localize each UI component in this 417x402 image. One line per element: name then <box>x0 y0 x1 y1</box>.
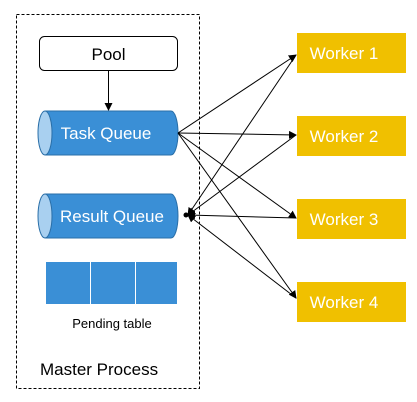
worker-3-label: Worker 3 <box>310 210 379 229</box>
worker-1-to-result-queue-arrow <box>187 54 297 216</box>
task-queue-to-worker-1-arrow <box>177 54 297 134</box>
master-process-boundary <box>16 14 200 389</box>
pool-box <box>39 36 178 71</box>
task-queue-to-worker-2-arrow <box>177 130 297 139</box>
worker-1: Worker 1 <box>297 33 406 73</box>
task-queue: Task Queue <box>37 110 179 156</box>
pending-table-label: Pending table <box>72 316 152 331</box>
task-queue-to-worker-4-arrow <box>177 132 297 299</box>
worker-2-label: Worker 2 <box>310 127 379 146</box>
pending-cell <box>91 262 135 304</box>
pending-cell <box>136 262 177 304</box>
pending-cell <box>46 262 90 304</box>
result-queue-junction <box>183 212 189 218</box>
worker-4-to-result-queue-arrow <box>187 214 297 299</box>
worker-4: Worker 4 <box>297 282 406 322</box>
worker-2: Worker 2 <box>297 116 406 156</box>
pool-label: Pool <box>91 45 125 64</box>
worker-2-to-result-queue-arrow <box>187 134 297 216</box>
result-queue: Result Queue <box>37 193 179 239</box>
worker-3-to-result-queue-arrow <box>187 211 297 220</box>
worker-4-label: Worker 4 <box>310 293 379 312</box>
pending-table <box>46 262 177 304</box>
master-process-label: Master Process <box>40 360 158 379</box>
result-queue-label: Result Queue <box>60 207 164 226</box>
task-queue-label: Task Queue <box>61 124 152 143</box>
worker-3: Worker 3 <box>297 199 406 239</box>
worker-1-label: Worker 1 <box>310 44 379 63</box>
task-queue-to-worker-3-arrow <box>177 132 297 219</box>
